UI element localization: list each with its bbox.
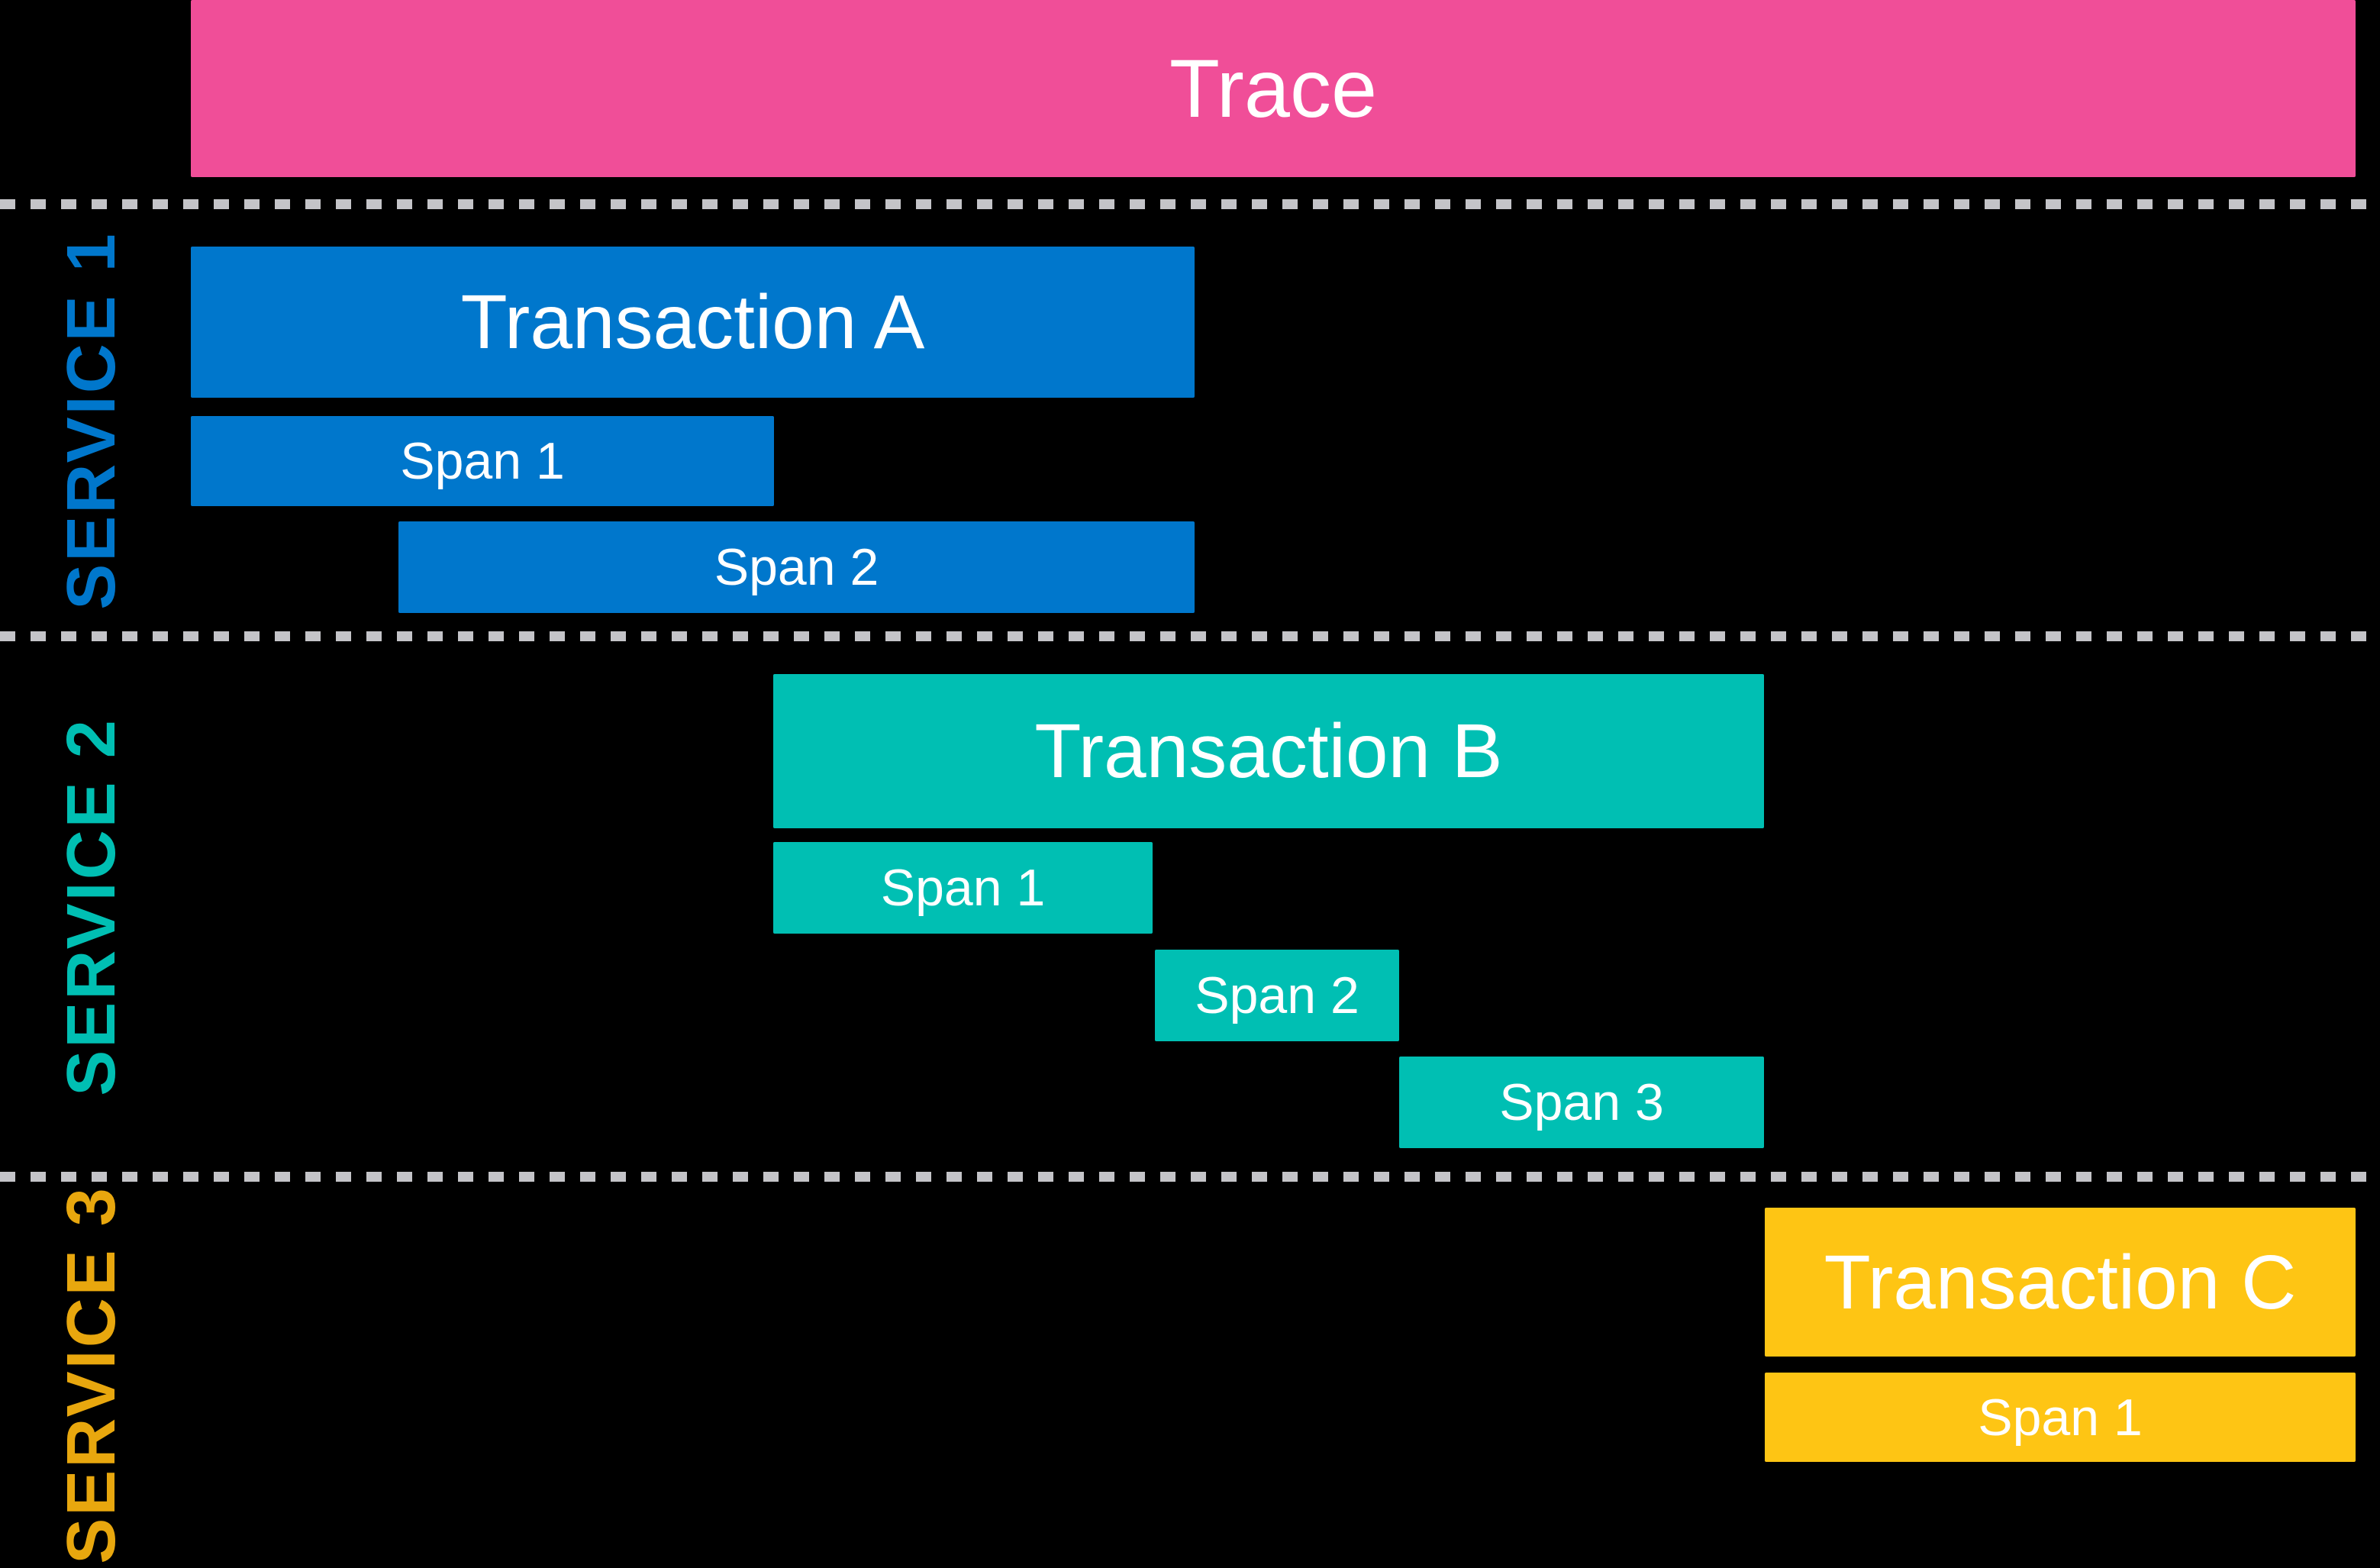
service-2-span-1-bar: Span 1 — [773, 842, 1153, 934]
service-3-label: SERVICE 3 — [53, 1186, 131, 1564]
service-2-span-3-bar: Span 3 — [1399, 1057, 1764, 1148]
service-2-span-2-label: Span 2 — [1195, 966, 1359, 1024]
service-divider — [0, 631, 2380, 641]
service-2-span-3-label: Span 3 — [1499, 1073, 1664, 1131]
service-3-label-box: SERVICE 3 — [0, 1182, 183, 1568]
transaction-c-bar: Transaction C — [1765, 1208, 2356, 1357]
transaction-a-label: Transaction A — [460, 279, 925, 365]
service-divider — [0, 199, 2380, 209]
service-2-span-2-bar: Span 2 — [1155, 950, 1399, 1041]
transaction-b-bar: Transaction B — [773, 674, 1764, 828]
service-1-span-1-bar: Span 1 — [191, 416, 774, 506]
service-1-span-1-label: Span 1 — [400, 432, 565, 490]
service-2-label-box: SERVICE 2 — [0, 641, 183, 1172]
transaction-b-label: Transaction B — [1034, 708, 1503, 794]
service-1-label-box: SERVICE 1 — [0, 209, 183, 631]
service-divider — [0, 1172, 2380, 1182]
transaction-a-bar: Transaction A — [191, 247, 1195, 398]
service-3-span-1-bar: Span 1 — [1765, 1373, 2356, 1462]
service-1-span-2-bar: Span 2 — [398, 521, 1195, 613]
service-2-label: SERVICE 2 — [53, 717, 131, 1096]
service-1-label: SERVICE 1 — [53, 231, 131, 610]
trace-label: Trace — [1169, 42, 1378, 134]
trace-bar: Trace — [191, 0, 2356, 177]
service-1-span-2-label: Span 2 — [714, 538, 879, 596]
service-3-span-1-label: Span 1 — [1978, 1388, 2143, 1447]
service-2-span-1-label: Span 1 — [880, 859, 1046, 917]
transaction-c-label: Transaction C — [1824, 1239, 2297, 1325]
